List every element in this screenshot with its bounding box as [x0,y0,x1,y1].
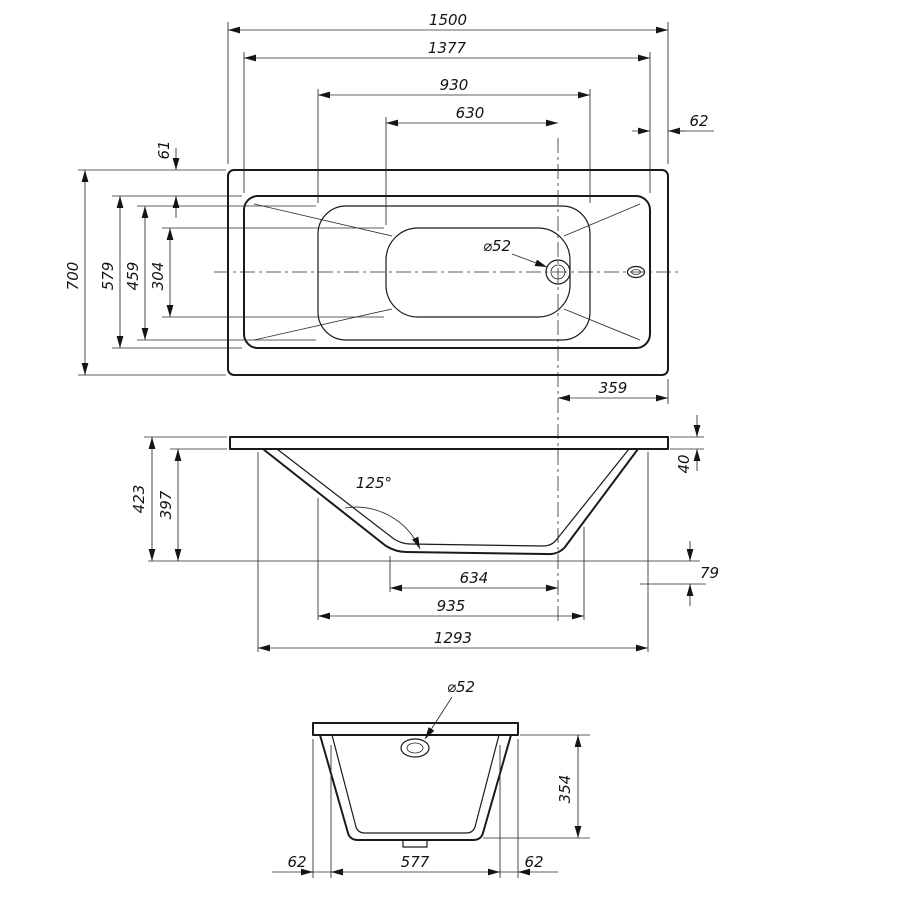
dim-top-top-gap: 61 [155,140,173,159]
dim-top-floor-width: 304 [149,262,167,291]
dim-top-rim-length: 1377 [428,39,467,57]
dim-end-bottom-width: 577 [401,853,430,871]
shell-outer-profile-end [319,734,512,841]
side-view: 423 397 125° 40 79 634 935 1293 [130,415,719,652]
dim-side-rim-height: 40 [675,454,693,473]
dimension-labels-side-view: 423 397 125° 40 79 634 935 1293 [130,454,719,647]
dim-top-mid-width: 459 [124,262,142,291]
dimension-labels-top-view: 1500 1377 930 630 62 61 700 579 459 304 … [64,11,709,397]
dim-end-drain-diameter: ⌀52 [447,678,475,696]
drain-hole-end-view [400,738,430,758]
tub-floor-contour [385,227,571,318]
drain-stub [402,840,428,848]
top-view: 1500 1377 930 630 62 61 700 579 459 304 … [64,11,714,622]
end-view: ⌀52 354 62 577 62 [272,678,590,878]
dim-top-rim-width: 579 [99,262,117,291]
dim-side-bottom-clearance: 79 [700,564,719,582]
dim-top-overall-width: 700 [64,262,82,291]
tub-outer-rim-outline [227,169,669,376]
extension-lines-end-view [312,734,590,878]
drain-leader-line [511,253,548,268]
dim-side-total-height: 423 [130,485,148,514]
rim-section-side [229,436,669,450]
centerlines [214,138,682,622]
dimension-lines-top-view [81,26,714,402]
shell-inner-profile-side [276,448,630,547]
tub-mid-contour [317,205,591,341]
extension-lines-top-view [78,22,669,404]
extension-lines-side-view [144,436,706,652]
shell-inner-profile-end [331,734,500,834]
corner-transition-lines [253,203,641,341]
dimension-labels-end-view: ⌀52 354 62 577 62 [287,678,574,871]
dim-side-floor-to-drain: 634 [460,569,489,587]
dim-top-drain-diameter: ⌀52 [483,237,511,255]
drain-hole-end-view-inner [406,742,424,754]
dim-side-shell-length: 1293 [434,629,472,647]
dimension-lines-end-view [272,696,582,876]
drain-leader-line-end-view [424,696,453,740]
dimension-lines-side-view [148,415,701,652]
dim-end-right-gap: 62 [524,853,543,871]
dim-side-bottom-length: 935 [437,597,466,615]
dim-side-inner-depth: 397 [157,490,175,519]
dim-top-right-gap: 62 [689,112,708,130]
angle-arc-125 [344,506,421,550]
dim-top-drain-to-end: 359 [599,379,628,397]
rim-section-end [312,722,519,736]
dim-end-left-gap: 62 [287,853,306,871]
dim-top-floor-length: 630 [456,104,485,122]
dim-top-mid-length: 930 [440,76,469,94]
shell-outer-profile-side [262,448,639,556]
dim-end-depth: 354 [556,775,574,804]
dim-top-overall-length: 1500 [429,11,467,29]
dim-side-wall-angle: 125° [356,474,392,492]
